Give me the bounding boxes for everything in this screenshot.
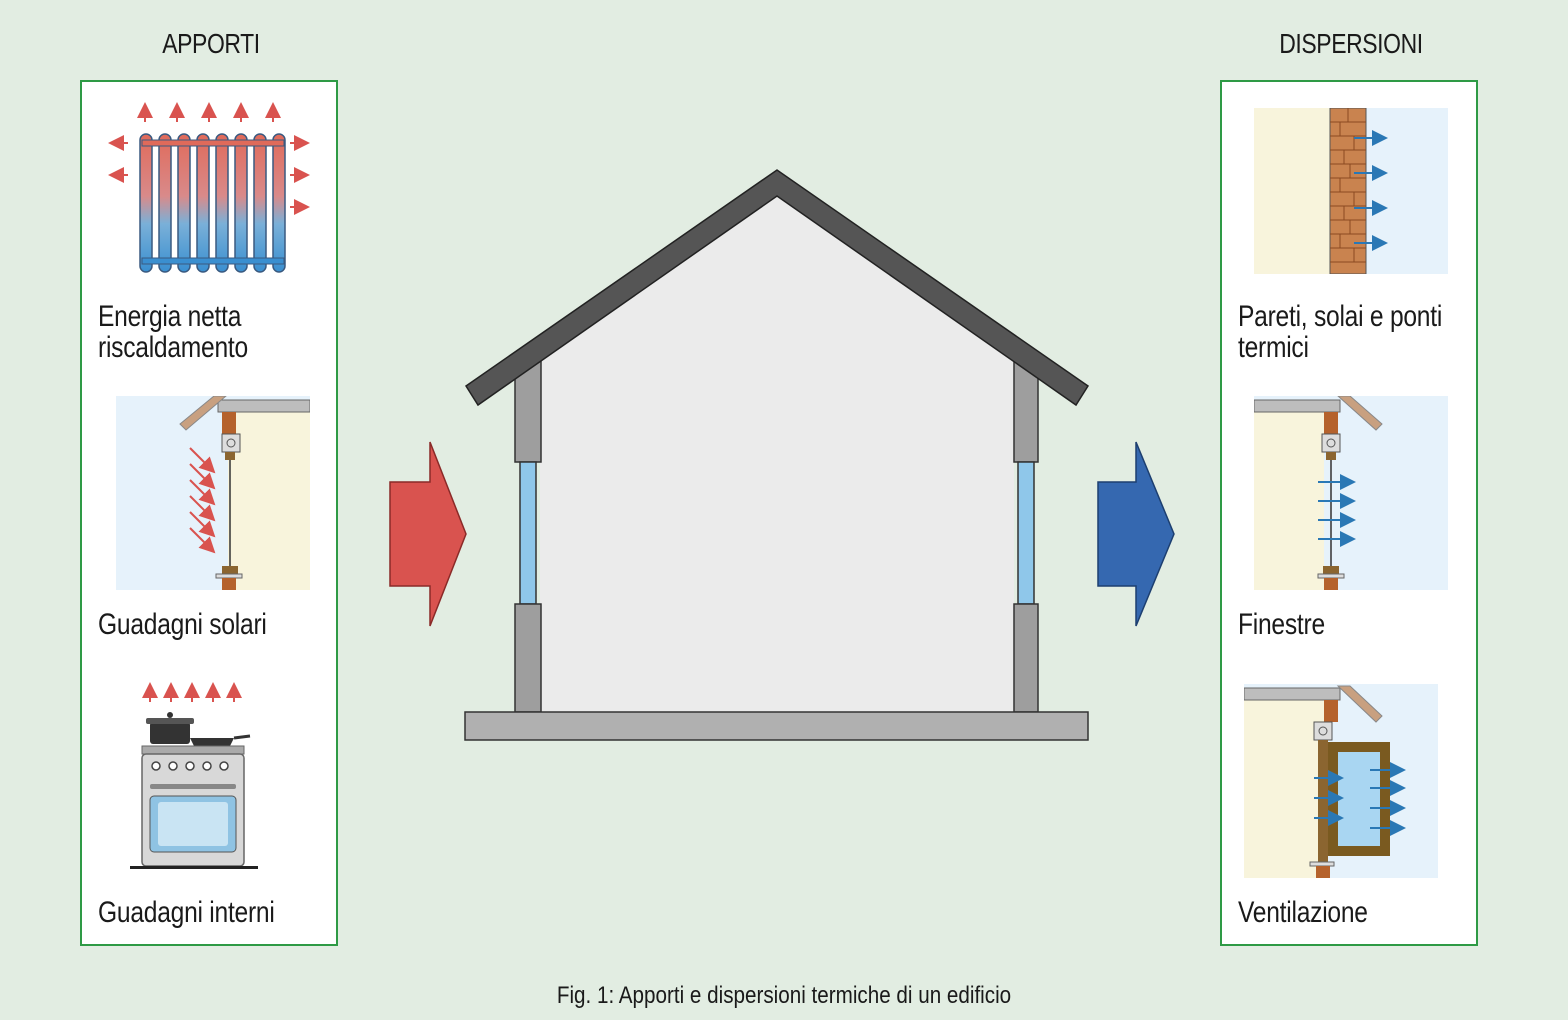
energia-label-line1: Energia netta xyxy=(98,300,242,333)
dispersioni-heading: DISPERSIONI xyxy=(1279,28,1423,59)
roof xyxy=(464,169,1090,407)
finestre-label: Finestre xyxy=(1238,608,1325,641)
solari-label: Guadagni solari xyxy=(98,608,267,641)
gain-arrow xyxy=(389,441,467,627)
right-window xyxy=(1017,461,1035,605)
energia-label-line2: riscaldamento xyxy=(98,331,248,364)
left-window xyxy=(519,461,537,605)
open-window-icon xyxy=(1244,684,1438,878)
house-diagram xyxy=(389,169,1175,741)
pareti-label-line1: Pareti, solai e ponti xyxy=(1238,300,1443,333)
dispersioni-panel: Pareti, solai e ponti termici Finestre xyxy=(1220,80,1478,946)
solar-window-icon xyxy=(116,396,310,590)
window-loss-icon xyxy=(1254,396,1448,590)
radiator-icon xyxy=(108,102,310,273)
figure-caption: Fig. 1: Apporti e dispersioni termiche d… xyxy=(556,982,1012,1009)
interni-label: Guadagni interni xyxy=(98,896,275,929)
left-wall-lower xyxy=(514,603,542,713)
floor-slab xyxy=(464,711,1089,741)
pareti-label-line2: termici xyxy=(1238,331,1309,364)
stove-icon xyxy=(130,682,258,869)
apporti-heading: APPORTI xyxy=(162,28,260,59)
apporti-panel: Energia netta riscaldamento Guadagni sol… xyxy=(80,80,338,946)
ventilazione-label: Ventilazione xyxy=(1238,896,1368,929)
right-wall-lower xyxy=(1013,603,1039,713)
house-interior xyxy=(540,194,1014,712)
brick-wall-icon xyxy=(1254,108,1448,274)
loss-arrow xyxy=(1097,441,1175,627)
